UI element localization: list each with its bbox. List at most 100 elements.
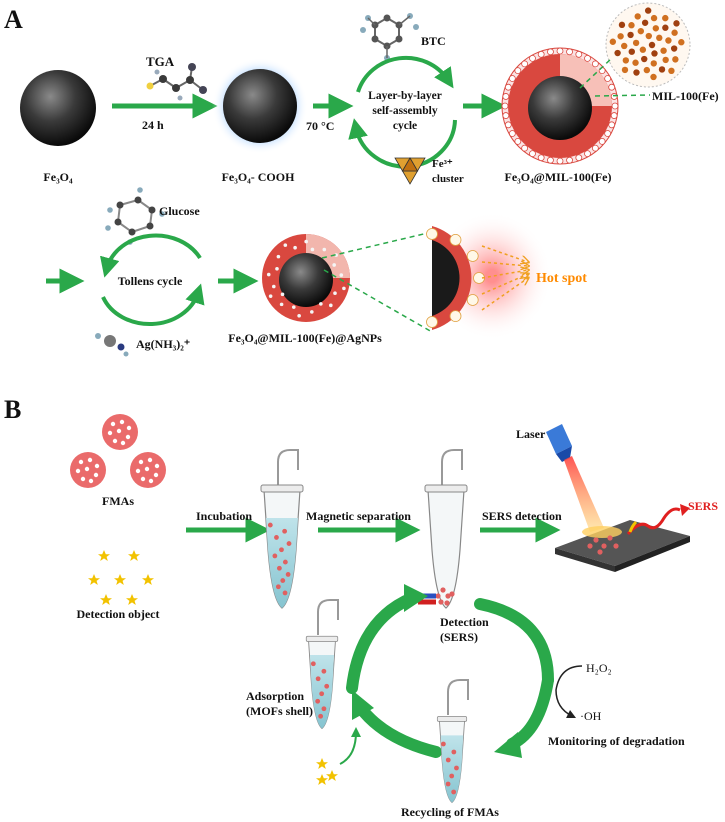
tube1-particles <box>267 522 292 596</box>
fe3-cluster-line2: cluster <box>432 173 464 185</box>
particle-dot <box>280 292 285 297</box>
laser-label: Laser <box>516 427 546 441</box>
particle-dot <box>660 47 667 54</box>
particle-dot <box>451 789 457 795</box>
particle-dot <box>639 46 647 53</box>
particle-dot <box>272 553 278 559</box>
particle-dot <box>274 535 279 540</box>
particle-dot <box>575 154 583 162</box>
particle-dot <box>537 50 545 58</box>
particle-dot <box>529 54 536 62</box>
particle-dot <box>444 600 450 606</box>
particle-dot <box>650 73 657 81</box>
particle-dot <box>601 543 607 549</box>
particle-dot <box>566 156 573 164</box>
sers-detection-label: SERS detection <box>482 509 562 523</box>
particle-dot <box>440 587 446 593</box>
particle-dot <box>267 522 273 528</box>
zoom-line-1 <box>579 57 613 89</box>
particle-dot <box>621 66 629 74</box>
particle-dot <box>466 294 479 306</box>
tube3-particles <box>310 661 330 719</box>
particle-dot <box>282 590 288 596</box>
recycling-cycle <box>346 584 554 758</box>
particle-dot <box>293 245 297 250</box>
fe3-cluster-icon <box>394 157 426 185</box>
btc-label: BTC <box>421 34 446 48</box>
particle-dot <box>449 773 455 779</box>
particle-dot <box>641 19 649 26</box>
particle-dot <box>521 144 529 152</box>
cycle1-line1: Layer-by-layer <box>368 90 442 102</box>
fe3o4-mil-ag-label: Fe₃O₄@MIL-100(Fe)@AgNPs <box>228 331 382 345</box>
particle-dot <box>426 316 438 328</box>
adsorption-line2: (MOFs shell) <box>246 704 313 718</box>
particle-dot <box>637 27 645 35</box>
particle-dot <box>618 21 626 29</box>
particle-dot <box>304 239 308 244</box>
particle-dot <box>321 706 327 712</box>
tollens-cycle <box>100 233 205 327</box>
particle-dot <box>266 272 271 277</box>
magnetic-separation-label: Magnetic separation <box>306 509 411 523</box>
tube4-particles <box>440 741 459 795</box>
silver-complex-label: Ag(NH₃)₂⁺ <box>136 337 190 351</box>
particle-dot <box>643 66 651 74</box>
sers-substrate <box>555 520 690 572</box>
sers-signal-wave <box>626 507 681 535</box>
particle-dot <box>662 14 669 22</box>
particle-dot <box>665 37 672 44</box>
hot-spot-arrow <box>481 262 528 266</box>
recycling-label: Recycling of FMAs <box>401 805 499 819</box>
panel-a-label: A <box>4 5 23 34</box>
incubation-label: Incubation <box>196 509 252 523</box>
particle-dot <box>276 254 281 259</box>
particle-dot <box>322 247 327 252</box>
shell-ring-dots <box>501 47 619 165</box>
particle-dot <box>279 547 284 553</box>
particle-dot <box>271 284 276 289</box>
particle-dot <box>622 57 630 64</box>
particle-dot <box>584 150 591 158</box>
particle-dot <box>438 599 444 605</box>
hot-spot-arrow <box>481 274 528 295</box>
particle-dot <box>514 137 522 145</box>
particle-dot <box>547 48 554 56</box>
particle-dot <box>591 60 599 68</box>
particle-dot <box>587 543 593 549</box>
particle-dot <box>445 781 451 787</box>
particle-dot <box>449 233 462 246</box>
hot-spot-arrows <box>481 245 528 311</box>
particle-dot <box>445 757 451 763</box>
adsorption-line1: Adsorption <box>246 689 304 703</box>
particle-dot <box>591 144 599 152</box>
particle-dot <box>668 67 675 75</box>
particle-dot <box>275 266 279 271</box>
particle-dot <box>556 47 564 55</box>
particle-dot <box>339 273 344 277</box>
particle-dot <box>628 22 635 29</box>
mil100-label: MIL-100(Fe) <box>652 89 719 103</box>
particle-dot <box>648 41 656 49</box>
h2o2-to-oh-arrow <box>555 665 583 719</box>
particle-dot <box>607 535 613 541</box>
particle-dot <box>650 60 657 67</box>
particle-dot <box>650 14 658 22</box>
particle-dot <box>310 247 315 252</box>
particle-dot <box>504 121 512 129</box>
particle-dot <box>321 668 327 674</box>
particle-dot <box>662 56 669 64</box>
h2o2-label: H₂O₂ <box>586 661 612 675</box>
particle-dot <box>651 50 658 57</box>
particle-dot <box>575 50 583 58</box>
temperature-label: 70 °C <box>306 119 334 133</box>
particle-dot <box>641 55 648 63</box>
particle-dot <box>297 313 301 318</box>
fma-particle-3 <box>130 452 166 488</box>
particle-dot <box>670 45 678 52</box>
particle-dot <box>633 69 640 76</box>
particle-dot <box>315 698 321 704</box>
silver-complex-icon <box>95 333 129 357</box>
particle-dot <box>611 102 619 110</box>
